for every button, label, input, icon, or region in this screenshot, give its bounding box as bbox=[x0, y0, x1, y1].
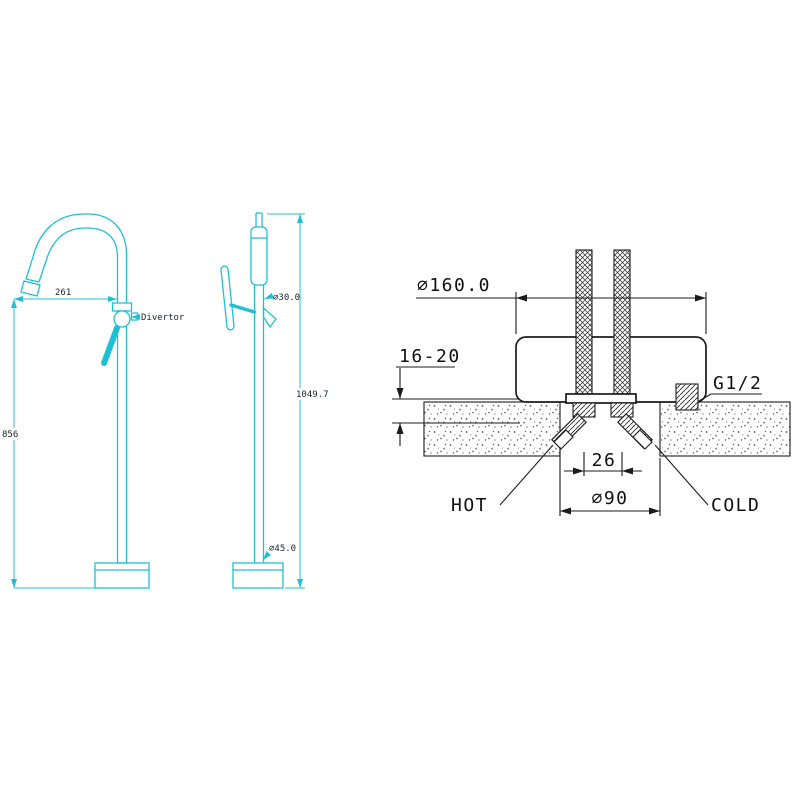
dim-floor-thickness: 16-20 bbox=[399, 346, 461, 367]
cold-leader bbox=[654, 444, 709, 506]
dim-column-diameter: ⌀30.0 bbox=[273, 293, 300, 303]
diverter-collar bbox=[111, 302, 133, 312]
hot-label: HOT bbox=[451, 495, 488, 516]
side-view: ⌀30.0 1049.7 ⌀45.0 bbox=[220, 212, 331, 589]
lever-link bbox=[229, 303, 257, 314]
dim-mask bbox=[293, 388, 331, 400]
base-diameter-leader bbox=[262, 551, 272, 561]
dim-base-diameter: ⌀45.0 bbox=[269, 544, 296, 554]
mixer-lever-front bbox=[101, 325, 120, 366]
hot-supply-hose bbox=[575, 249, 593, 397]
dim-overall-height: 1049.7 bbox=[296, 390, 329, 400]
diverter-knob bbox=[113, 310, 131, 328]
floor-slab-left bbox=[423, 401, 561, 457]
spout-mouth bbox=[25, 278, 40, 283]
front-view: 261 856 Divertor bbox=[0, 213, 185, 589]
spout-stub-side bbox=[262, 306, 277, 329]
cold-outlet-nut bbox=[632, 429, 653, 450]
dim-cover-diameter: ⌀160.0 bbox=[417, 275, 491, 296]
divertor-label: Divertor bbox=[141, 313, 185, 323]
handshower-body bbox=[250, 226, 268, 286]
riser-column-front bbox=[116, 310, 128, 564]
thread-leader bbox=[698, 393, 712, 402]
mixer-lever-side bbox=[220, 265, 235, 331]
floor-slab-right bbox=[659, 401, 791, 457]
thread-fitting bbox=[675, 383, 699, 411]
installation-view: ⌀160.0 16-20 26 ⌀90 G1/2 HOT COLD bbox=[392, 249, 791, 516]
gooseneck-spout-outer bbox=[25, 213, 128, 303]
dim-spout-reach: 261 bbox=[55, 288, 71, 298]
gooseneck-spout-inner bbox=[38, 227, 119, 303]
hot-outlet-nut bbox=[553, 429, 574, 450]
base-side bbox=[232, 562, 284, 589]
cold-label: COLD bbox=[711, 495, 760, 516]
dim-spout-height: 856 bbox=[2, 430, 18, 440]
cold-supply-hose bbox=[613, 249, 631, 397]
hot-valve-body bbox=[572, 402, 596, 418]
cold-valve-body bbox=[610, 402, 634, 418]
dim-hole-diameter: ⌀90 bbox=[591, 488, 628, 509]
dim-inlet-spacing: 26 bbox=[592, 450, 617, 471]
base-front bbox=[94, 562, 150, 589]
column-diameter-leader bbox=[264, 292, 274, 300]
mounting-plate bbox=[565, 393, 637, 404]
hot-leader bbox=[499, 444, 554, 506]
thread-label: G1/2 bbox=[713, 373, 762, 394]
spout-tip bbox=[20, 280, 41, 297]
dim-mask bbox=[0, 428, 24, 440]
